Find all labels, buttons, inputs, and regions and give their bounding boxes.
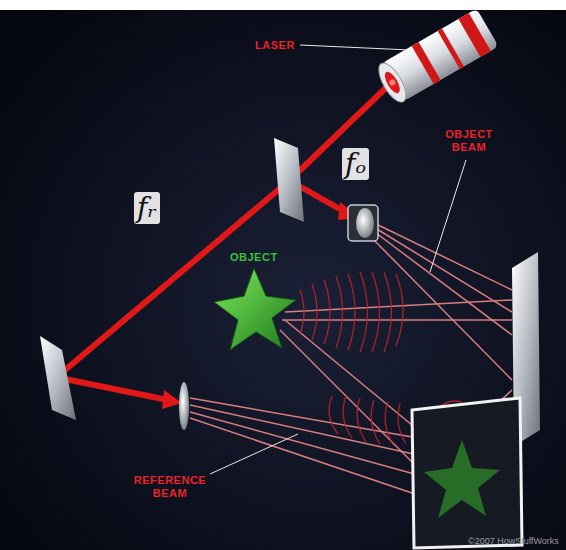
reference-path [60,378,168,400]
object-lens [348,205,378,241]
mirror [40,336,76,420]
object-label: OBJECT [230,251,278,263]
laser-label: LASER [252,39,298,52]
holographic-plate [412,398,522,548]
reference-lens [179,382,189,430]
beam-splitter [274,138,304,222]
reference-beam-label: REFERENCE BEAM [130,474,210,500]
leader-line [210,45,466,474]
object-star [214,268,296,350]
reference-beam-rays [190,398,418,495]
laser [374,8,499,106]
top-strip [0,0,566,10]
arrow-head [162,390,182,409]
copyright-note: ©2007 HowStuffWorks [468,536,559,546]
object-beam-label: OBJECT BEAM [444,128,494,154]
frequency-label: fₒ [342,148,369,180]
frequency-label: fᵣ [134,192,160,224]
